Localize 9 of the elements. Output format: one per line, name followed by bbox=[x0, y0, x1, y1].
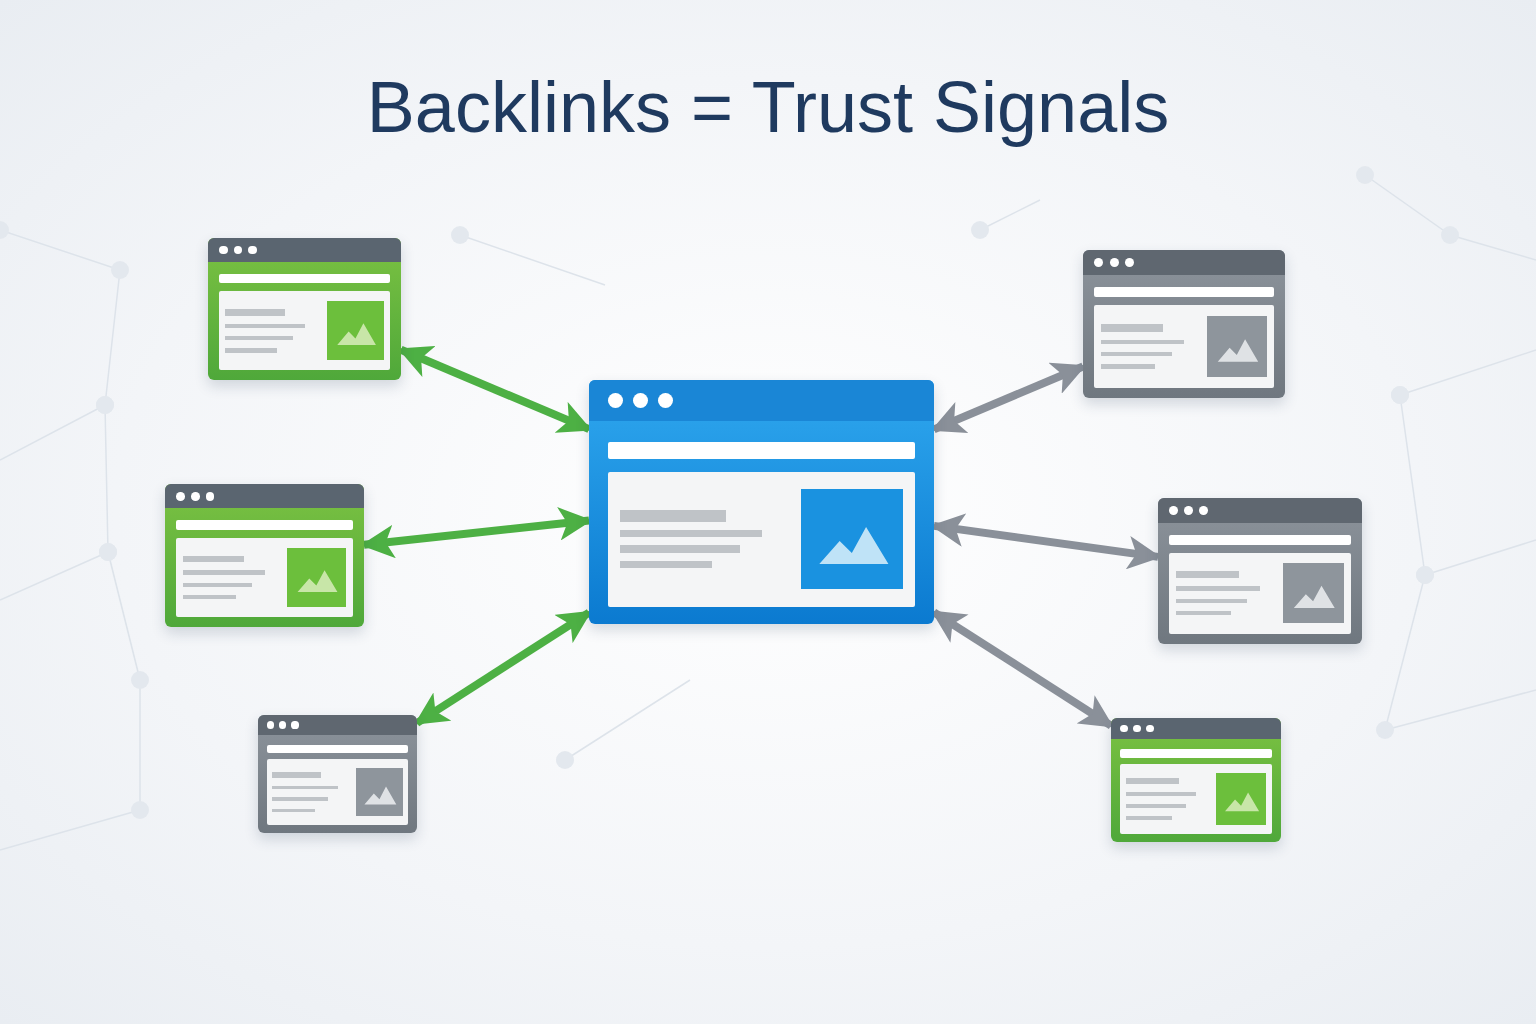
browser-window-drawing bbox=[165, 484, 364, 627]
double-arrow bbox=[414, 609, 592, 727]
browser-window-drawing bbox=[1111, 718, 1281, 842]
browser-window-drawing bbox=[1158, 498, 1362, 644]
browser-window-drawing bbox=[208, 238, 401, 380]
browser-window-drawing bbox=[258, 715, 417, 833]
browser-window-drawing bbox=[1083, 250, 1285, 398]
title: Backlinks = Trust Signals bbox=[366, 66, 1170, 148]
browser-window-drawing bbox=[589, 380, 934, 624]
